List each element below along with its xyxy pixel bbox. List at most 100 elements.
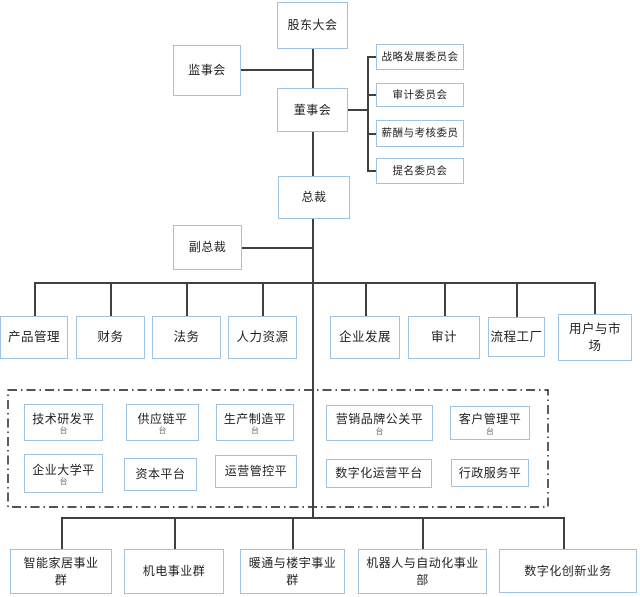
org-node-nomination-committee: 提名委员会 <box>376 158 464 184</box>
org-node-label: 副总裁 <box>188 240 227 255</box>
connector-line <box>34 282 595 284</box>
org-node-label: 股东大会 <box>287 18 338 33</box>
org-node-digital-innovation-business: 数字化创新业务 <box>499 549 637 593</box>
connector-line <box>594 282 596 314</box>
org-node-label-overflow: 台 <box>158 426 167 436</box>
org-node-mechatronics-business-group: 机电事业群 <box>124 549 224 594</box>
connector-line <box>174 517 176 549</box>
org-node-label: 场 <box>588 337 602 353</box>
connector-line <box>563 517 565 549</box>
org-node-audit-committee: 审计委员会 <box>376 83 464 107</box>
org-node-label: 企业大学平 <box>32 462 95 477</box>
org-node-label: 总裁 <box>301 190 327 205</box>
org-node-human-resources: 人力资源 <box>228 316 297 359</box>
connector-line <box>61 517 63 549</box>
org-node-label: 提名委员会 <box>392 164 448 177</box>
org-node-tech-rd-platform: 技术研发平台 <box>24 404 103 441</box>
org-node-label: 法务 <box>173 329 200 345</box>
org-node-label: 资本平台 <box>135 467 186 482</box>
org-node-label: 暖通与楼宇事业 <box>248 556 337 571</box>
connector-line <box>367 170 376 172</box>
org-node-label-overflow: 台 <box>251 426 259 436</box>
connector-line <box>312 219 314 518</box>
org-node-enterprise-development: 企业发展 <box>330 316 400 359</box>
org-node-label: 薪酬与考核委员 <box>381 127 459 140</box>
org-node-label: 财务 <box>97 329 124 345</box>
org-node-label: 供应链平 <box>137 411 188 426</box>
org-node-admin-service-platform: 行政服务平 <box>451 459 529 487</box>
org-node-digital-operation-platform: 数字化运营平台 <box>326 459 432 488</box>
org-node-audit-department: 审计 <box>408 316 480 359</box>
org-node-label: 技术研发平 <box>32 411 95 426</box>
org-node-users-and-market: 用户与市场 <box>558 314 632 361</box>
org-node-operation-control-platform: 运营管控平 <box>215 455 297 488</box>
connector-line <box>365 282 367 316</box>
connector-line <box>422 517 424 549</box>
org-node-supervisory-board: 监事会 <box>173 45 241 96</box>
org-node-robotics-automation-business-dept: 机器人与自动化事业部 <box>358 549 487 594</box>
connector-line <box>242 247 313 249</box>
org-node-manufacturing-platform: 生产制造平台 <box>216 404 294 441</box>
org-node-label: 生产制造平 <box>223 411 287 426</box>
org-node-label: 企业发展 <box>338 329 391 345</box>
org-node-label-overflow: 台 <box>59 426 68 436</box>
org-node-label: 监事会 <box>188 63 226 78</box>
connector-line <box>348 109 368 111</box>
org-node-product-management: 产品管理 <box>0 316 68 359</box>
connector-line <box>367 133 376 135</box>
org-node-label: 智能家居事业 <box>23 556 99 571</box>
org-node-finance: 财务 <box>76 316 145 359</box>
org-node-supply-chain-platform: 供应链平台 <box>126 404 199 441</box>
org-node-label: 战略发展委员会 <box>381 50 459 63</box>
connector-line <box>241 69 313 71</box>
org-node-smart-home-business-group: 智能家居事业群 <box>10 549 112 594</box>
org-node-label: 机电事业群 <box>142 564 206 579</box>
org-node-hvac-building-business-group: 暖通与楼宇事业群 <box>240 549 345 594</box>
connector-line <box>110 282 112 316</box>
org-node-label: 数字化运营平台 <box>335 466 423 481</box>
connector-line <box>34 282 36 316</box>
org-node-shareholders-meeting: 股东大会 <box>277 2 348 49</box>
org-node-label: 群 <box>54 572 68 587</box>
org-node-label: 审计委员会 <box>392 88 448 101</box>
org-node-label: 机器人与自动化事业 <box>366 556 479 571</box>
connector-line <box>444 282 446 316</box>
org-node-label: 董事会 <box>293 102 332 117</box>
connector-line <box>367 94 376 96</box>
org-node-label: 数字化创新业务 <box>524 563 612 578</box>
org-node-label: 群 <box>286 572 299 587</box>
org-node-label-overflow: 台 <box>375 426 384 436</box>
org-node-capital-platform: 资本平台 <box>124 458 197 491</box>
connector-line <box>61 517 563 519</box>
org-node-label: 产品管理 <box>7 329 60 345</box>
connector-line <box>312 49 314 88</box>
connector-line <box>186 282 188 316</box>
org-node-process-factory: 流程工厂 <box>488 317 545 357</box>
connector-line <box>516 282 518 317</box>
org-node-label: 人力资源 <box>236 329 289 345</box>
connector-line <box>367 56 376 58</box>
org-node-marketing-brand-pr-platform: 营销品牌公关平台 <box>326 405 433 441</box>
org-node-board-of-directors: 董事会 <box>277 88 348 132</box>
connector-line <box>367 56 369 171</box>
connector-line <box>292 517 294 549</box>
org-node-label: 用户与市 <box>568 320 621 336</box>
org-node-vice-president: 副总裁 <box>173 225 242 270</box>
org-node-label: 部 <box>416 572 429 587</box>
org-node-label-overflow: 台 <box>486 426 494 436</box>
org-node-president: 总裁 <box>278 176 350 219</box>
org-node-label: 审计 <box>430 329 457 345</box>
org-node-label: 流程工厂 <box>490 328 543 344</box>
org-node-strategy-development-committee: 战略发展委员会 <box>376 44 464 70</box>
org-node-label: 客户管理平 <box>458 412 522 427</box>
org-node-compensation-assessment-committee: 薪酬与考核委员 <box>376 120 464 147</box>
connector-line <box>312 132 314 176</box>
org-node-label: 运营管控平 <box>224 464 288 479</box>
connector-line <box>262 282 264 316</box>
org-node-label-overflow: 台 <box>59 477 68 487</box>
org-node-customer-management-platform: 客户管理平台 <box>450 406 530 440</box>
org-node-label: 行政服务平 <box>458 465 522 480</box>
org-node-enterprise-university-platform: 企业大学平台 <box>24 454 103 493</box>
platform-group-dashed-border <box>7 389 549 508</box>
